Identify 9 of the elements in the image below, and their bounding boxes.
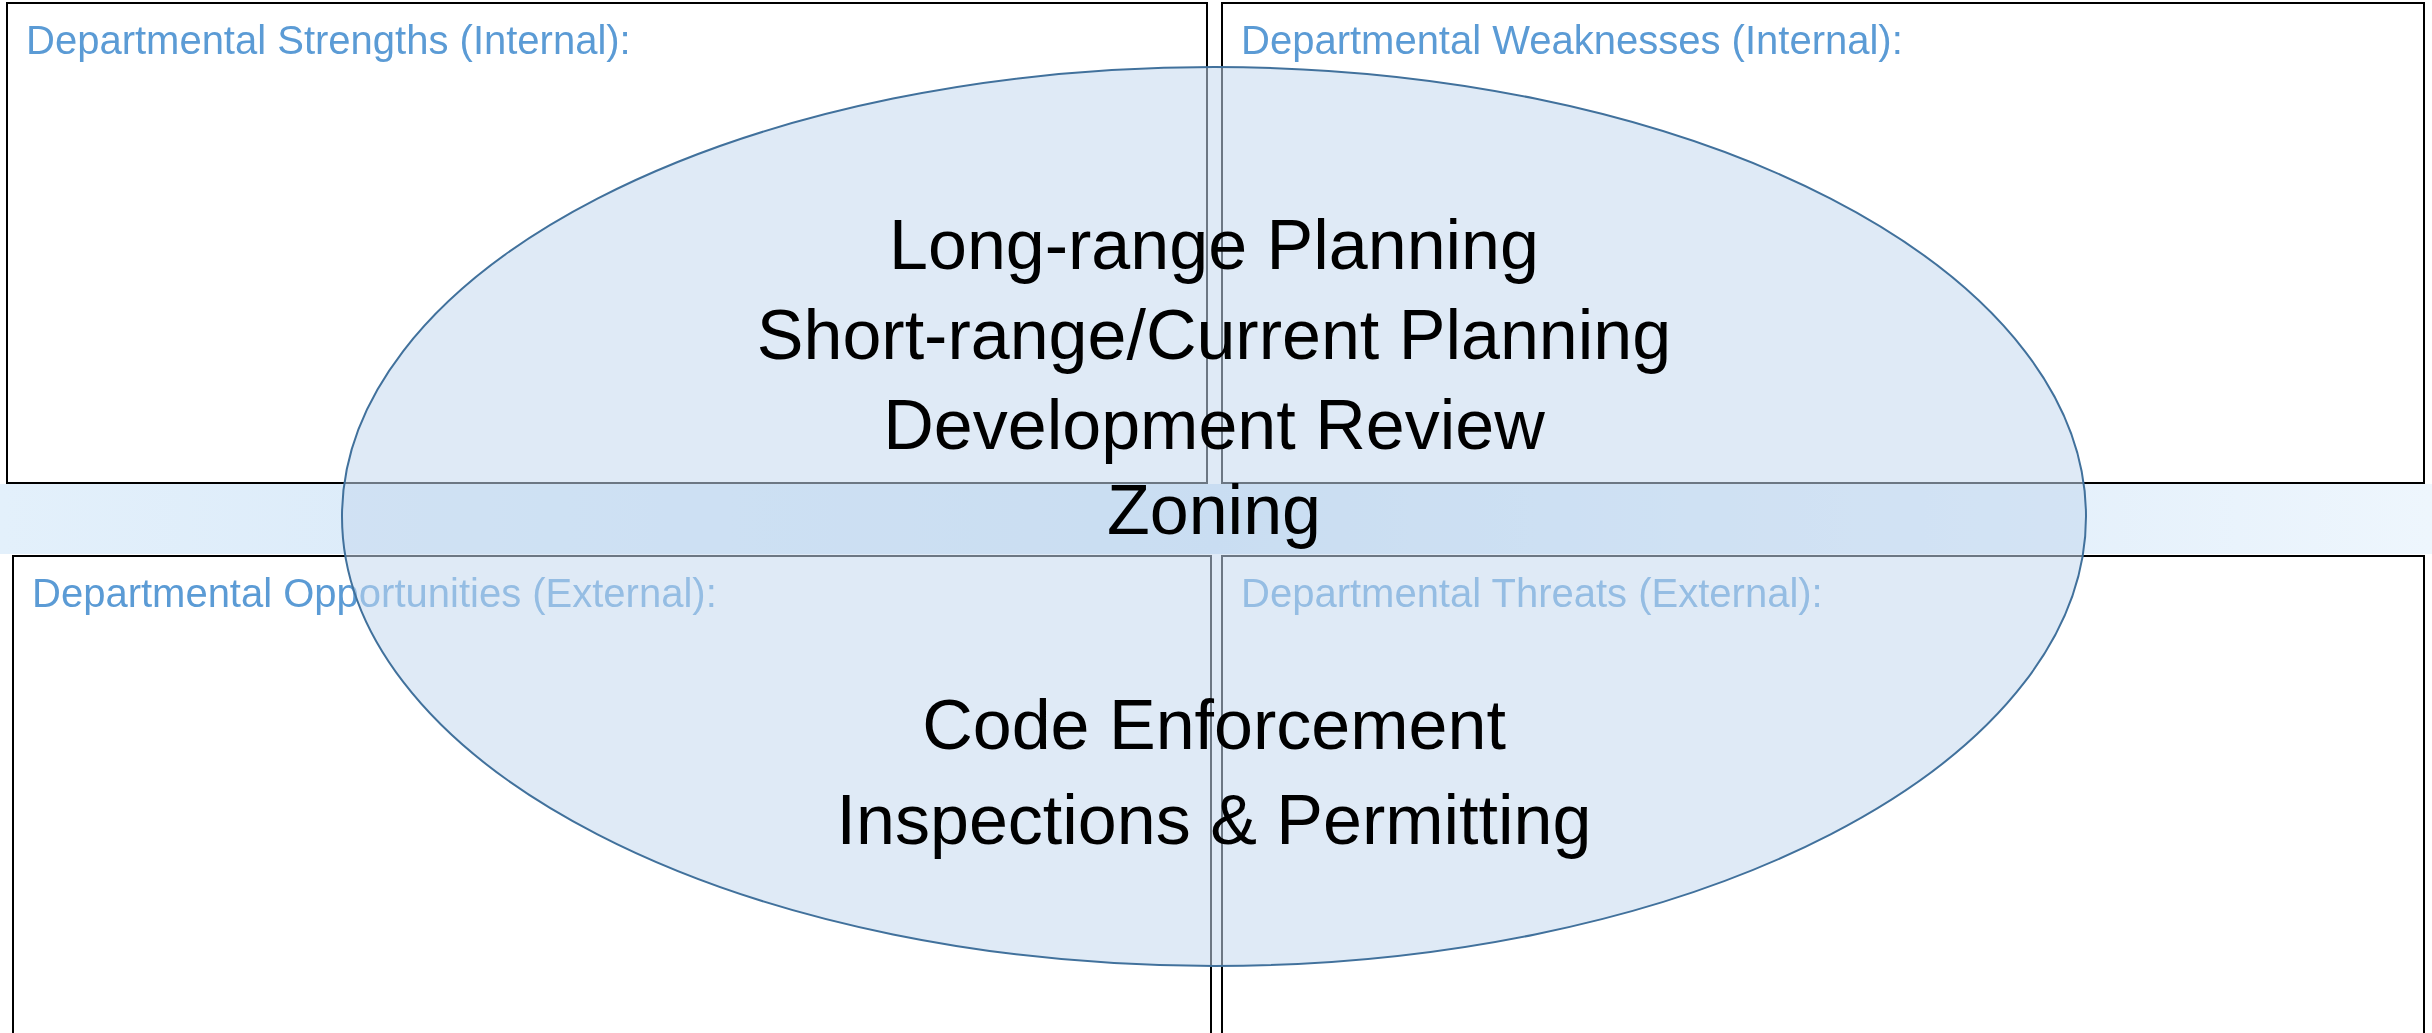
function-label: Long-range Planning (889, 205, 1539, 285)
function-label: Code Enforcement (922, 685, 1506, 765)
quadrant-heading: Departmental Strengths (Internal): (26, 18, 631, 63)
function-label: Development Review (883, 385, 1545, 465)
function-label: Zoning (1106, 470, 1321, 550)
function-label: Inspections & Permitting (836, 780, 1592, 860)
quadrant-heading: Departmental Threats (External): (1241, 571, 1823, 616)
function-label: Short-range/Current Planning (756, 295, 1672, 375)
quadrant-heading: Departmental Weaknesses (Internal): (1241, 18, 1903, 63)
